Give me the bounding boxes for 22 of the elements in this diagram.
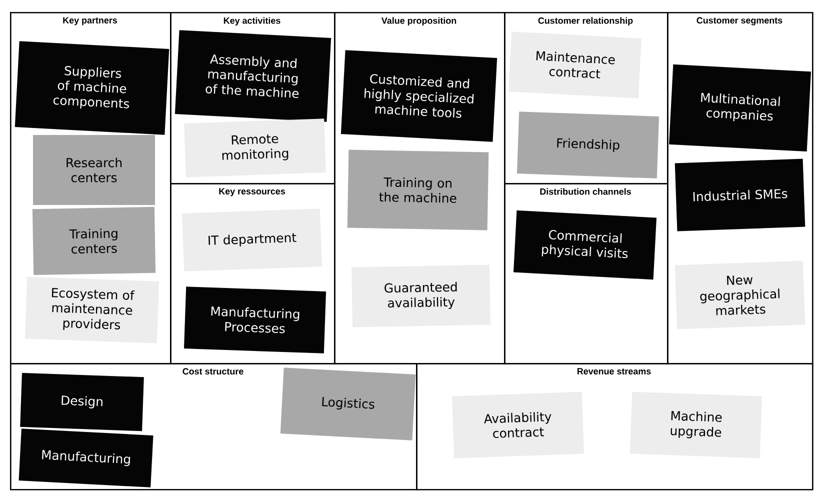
sticky-note: Training on the machine <box>347 150 489 230</box>
sticky-note: Ecosystem of maintenance providers <box>24 276 160 344</box>
sticky-note: Multinational companies <box>669 64 811 152</box>
sticky-note: Logistics <box>280 368 416 440</box>
sticky-note: Assembly and manufacturing of the machine <box>174 30 332 122</box>
sticky-note: Remote monitoring <box>184 118 326 178</box>
sticky-note: Customized and highly specialized machine tools <box>340 50 498 142</box>
sticky-note: Guaranteed availability <box>352 264 491 328</box>
sticky-note: Suppliers of machine components <box>14 41 170 135</box>
sticky-note: Manufacturing Processes <box>184 286 326 354</box>
sticky-note: Training centers <box>32 206 156 276</box>
sticky-note: Commercial physical visits <box>513 210 657 280</box>
sticky-note: Friendship <box>516 112 660 178</box>
sticky-note: Maintenance contract <box>508 32 642 98</box>
sticky-note: Manufacturing <box>18 428 154 488</box>
sticky-note: Research centers <box>33 135 155 205</box>
sticky-note: Availability contract <box>452 392 584 458</box>
sticky-note: Industrial SMEs <box>674 158 806 232</box>
sticky-note: Design <box>20 372 144 432</box>
sticky-note: Machine upgrade <box>630 392 762 458</box>
sticky-note: IT department <box>182 208 322 272</box>
sticky-note: New geographical markets <box>674 260 806 330</box>
